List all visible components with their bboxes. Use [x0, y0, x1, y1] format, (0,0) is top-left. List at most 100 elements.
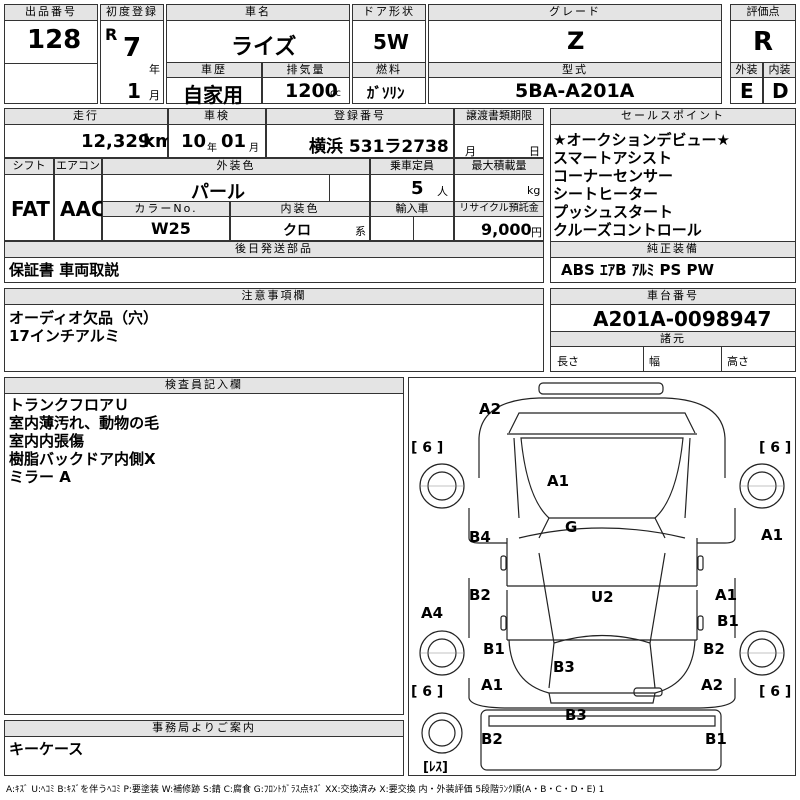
door-box: 5W [352, 20, 426, 63]
insp-month: 01 [221, 131, 247, 152]
inspector-line: 室内薄汚れ、動物の毛 [9, 414, 160, 432]
inspection-label: 車検 [168, 108, 266, 125]
interior: D [772, 79, 789, 103]
width-label: 幅 [649, 355, 660, 368]
color-no: W25 [151, 219, 191, 238]
displacement: 1200 [285, 80, 338, 102]
recycle-box: 9,000 円 [454, 216, 544, 241]
car-name-box: ライズ [166, 20, 350, 63]
insp-month-unit: 月 [249, 143, 259, 154]
mileage-label: 走行 [4, 108, 168, 125]
office-label: 事務局よりご案内 [4, 720, 404, 737]
inspector-line: 室内内張傷 [9, 432, 85, 450]
sales-point-item: プッシュスタート [553, 203, 674, 221]
ac: AAC [60, 197, 106, 221]
sales-point-item: ★オークションデビュー★ [553, 131, 730, 149]
lot-blank [4, 63, 98, 104]
max-load-unit: kg [527, 184, 541, 197]
import-label: 輸入車 [370, 201, 454, 217]
damage-mark: A1 [481, 676, 504, 694]
note-line: オーディオ欠品（穴） [9, 309, 158, 327]
sales-point-item: クルーズコントロール [553, 221, 702, 239]
tire-tread-rear-right: [ 6 ] [759, 684, 792, 700]
chassis-box: A201A-0098947 [550, 304, 796, 332]
damage-mark: A1 [761, 526, 784, 544]
color-no-box: W25 [102, 216, 230, 241]
damage-mark: B2 [469, 586, 491, 604]
mileage-box: 12,329 km [4, 124, 174, 158]
int-color-box: クロ 系 [230, 216, 370, 241]
door-label: ドア形状 [352, 4, 426, 21]
ac-label: エアコン [54, 158, 102, 175]
notes-box: オーディオ欠品（穴） 17インチアルミ [4, 304, 544, 372]
sales-point-item: スマートアシスト [553, 149, 672, 167]
spare-tire: [ﾚｽ] [423, 760, 448, 775]
sales-points-label: セールスポイント [550, 108, 796, 125]
lot-no-box: 128 [4, 20, 98, 64]
exterior: E [740, 79, 754, 103]
inspector-line: トランクフロアＵ [9, 396, 130, 414]
recycle-label: リサイクル預託金 [454, 201, 544, 217]
grade-box: Z [428, 20, 722, 63]
capacity-label: 乗車定員 [370, 158, 454, 175]
tire-tread-rear-left: [ 6 ] [411, 684, 444, 700]
year-unit: 年 [149, 63, 160, 76]
notes-label: 注意事項欄 [4, 288, 544, 305]
mileage: 12,329 [81, 131, 151, 152]
ac-box: AAC [54, 174, 106, 241]
insp-year-unit: 年 [207, 143, 217, 154]
chassis-label: 車台番号 [550, 288, 796, 305]
ext-color-box: パール [102, 174, 370, 203]
office-text: キーケース [9, 740, 84, 758]
int-color: クロ [283, 223, 311, 239]
max-load-label: 最大積載量 [454, 158, 544, 175]
length-label: 長さ [557, 355, 579, 368]
dims-label: 諸元 [550, 331, 796, 347]
interior-box: D [763, 77, 796, 104]
chassis-number: A201A-0098947 [593, 307, 772, 331]
reg-no: 横浜 531ラ2738 [309, 137, 449, 157]
note-line: 17インチアルミ [9, 327, 120, 345]
model: 5BA-A201A [515, 80, 635, 102]
lot-no: 128 [27, 25, 82, 55]
capacity-box: 5 人 [370, 174, 454, 202]
later-parts: 保証書 車両取説 [9, 261, 120, 279]
reg-month: 1 [127, 79, 141, 103]
transfer-box: 月 日 [454, 124, 544, 158]
sales-points-box: ★オークションデビュー★ スマートアシスト コーナーセンサー シートヒーター プ… [550, 124, 796, 242]
mileage-unit: km [143, 131, 174, 152]
exterior-label: 外装 [730, 62, 763, 78]
displacement-unit: cc [330, 88, 341, 99]
car-diagram-svg [419, 382, 785, 771]
score-box: R [730, 20, 796, 63]
damage-mark: B3 [553, 658, 575, 676]
month-unit: 月 [149, 89, 160, 102]
car-diagram: A2 A1 G B4 A1 B2 U2 A1 B1 A4 B1 B2 B3 A1… [408, 377, 796, 776]
fuel: ｶﾞｿﾘﾝ [367, 84, 405, 102]
damage-mark: A1 [547, 472, 570, 490]
damage-mark: B2 [481, 730, 503, 748]
sales-point-item: シートヒーター [553, 185, 659, 203]
model-box: 5BA-A201A [428, 77, 722, 104]
genuine-label: 純正装備 [550, 241, 796, 258]
lot-no-label: 出品番号 [4, 4, 98, 21]
first-reg-label: 初度登録 [100, 4, 164, 21]
insp-year: 10 [181, 131, 207, 152]
damage-mark: B1 [705, 730, 727, 748]
capacity: 5 [411, 178, 424, 199]
damage-mark: A1 [715, 586, 738, 604]
genuine-items: ABS ｴｱB ｱﾙﾐ PS PW [561, 261, 715, 279]
tire-tread-front-left: [ 6 ] [411, 440, 444, 456]
door: 5W [373, 30, 409, 54]
damage-mark: B4 [469, 528, 491, 546]
damage-mark: U2 [591, 588, 614, 606]
inspector-box: トランクフロアＵ 室内薄汚れ、動物の毛 室内内張傷 樹脂バックドア内側X ミラー… [4, 393, 404, 715]
car-name-label: 車名 [166, 4, 350, 21]
later-parts-label: 後日発送部品 [4, 241, 544, 258]
damage-mark: B1 [717, 612, 739, 630]
history-label: 車歴 [166, 62, 262, 78]
reg-no-box: 横浜 531ラ2738 [266, 124, 454, 158]
fuel-box: ｶﾞｿﾘﾝ [352, 77, 426, 104]
transfer-label: 譲渡書類期限 [454, 108, 544, 125]
genuine-box: ABS ｴｱB ｱﾙﾐ PS PW [550, 257, 796, 283]
